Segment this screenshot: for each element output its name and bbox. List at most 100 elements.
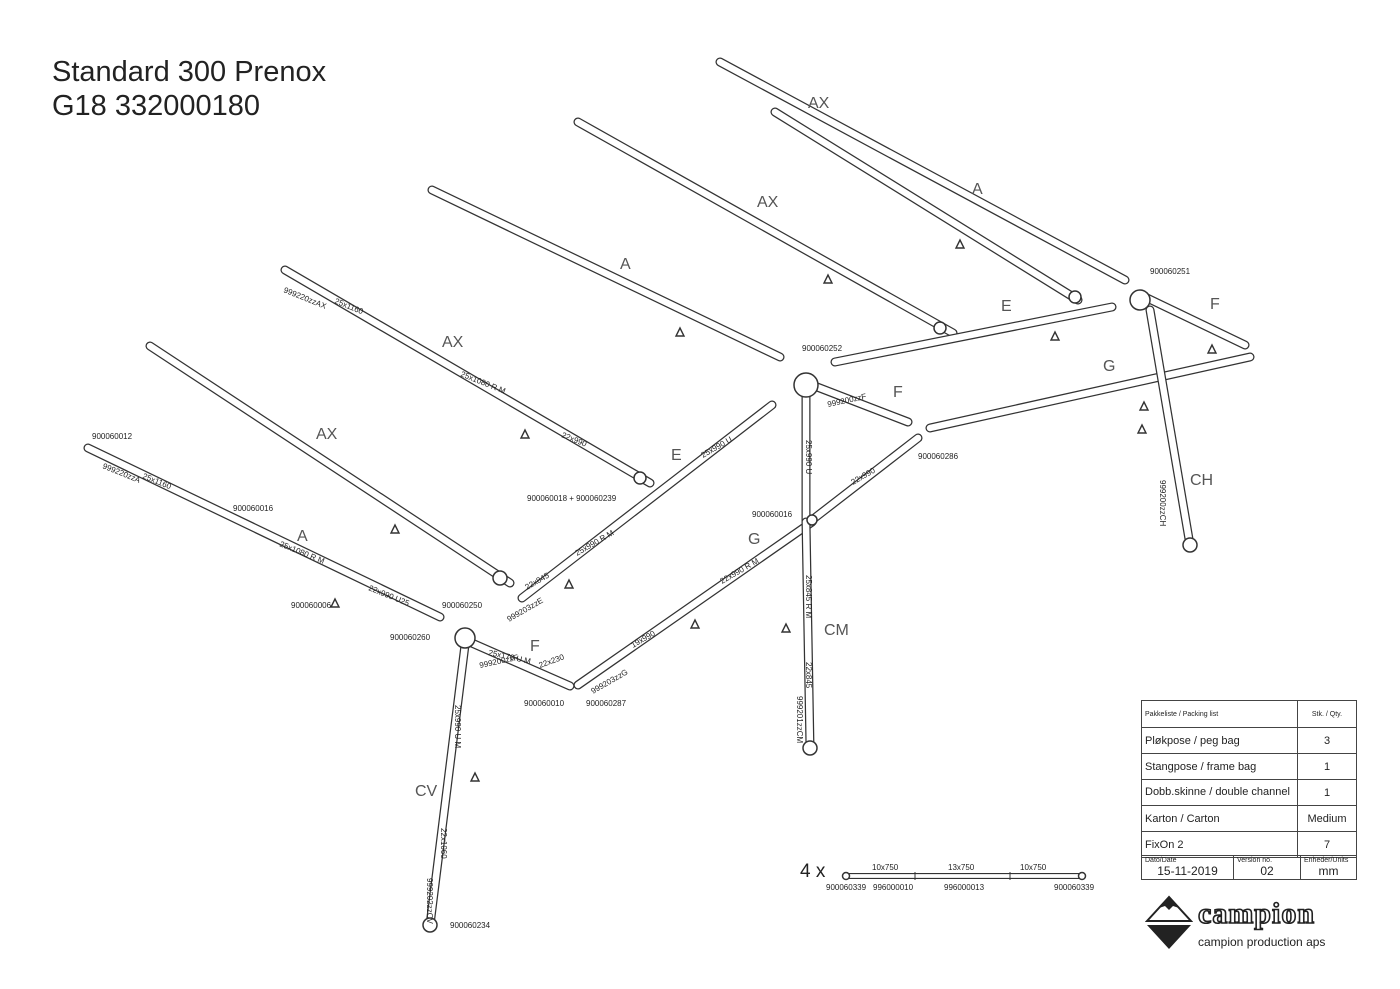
frame-pole xyxy=(716,58,1129,284)
peg-hook xyxy=(563,578,575,589)
label-f: F xyxy=(893,384,903,401)
frame-pole xyxy=(802,518,814,752)
label-ax: AX xyxy=(442,334,464,351)
pole-connector xyxy=(633,471,647,485)
packing-list-table: Pakkeliste / Packing list Stk. / Qty. Pl… xyxy=(1141,700,1357,858)
frame-pole xyxy=(808,434,922,524)
part-code: 999202zzCV xyxy=(425,878,434,924)
part-code: 900060234 xyxy=(450,921,491,930)
logo-wordmark: campion xyxy=(1197,896,1316,931)
frame-pole xyxy=(426,641,469,929)
part-code: 999200zzCH xyxy=(1158,480,1167,526)
frame-pole xyxy=(518,401,776,602)
pole-connector xyxy=(1182,537,1198,553)
frame-pole xyxy=(574,518,816,689)
part-code: 900060286 xyxy=(918,452,959,461)
peg-hook xyxy=(954,238,966,249)
frame-pole xyxy=(1141,293,1249,349)
part-code: 22x990 R M xyxy=(719,556,761,586)
pole-connector xyxy=(1129,289,1151,311)
pole-connector xyxy=(422,917,438,933)
packing-item: Pløkpose / peg bag xyxy=(1141,727,1298,754)
part-code: 19x990 xyxy=(630,629,658,650)
part-code: 900060010 xyxy=(524,699,565,708)
frame-pole xyxy=(771,108,1082,304)
part-code: 900060250 xyxy=(442,601,483,610)
label-cv: CV xyxy=(415,783,438,800)
label-a: A xyxy=(297,528,308,545)
part-code: 900060018 + 900060239 xyxy=(527,494,617,503)
packing-list-header: Pakkeliste / Packing list xyxy=(1141,700,1298,728)
document-footer: Dato/Date 15-11-2019 Version no. 02 Enhe… xyxy=(1141,855,1357,880)
peg-hook xyxy=(674,326,686,337)
part-code: 900060260 xyxy=(390,633,431,642)
diagram-subtitle: G18 332000180 xyxy=(52,90,261,122)
packing-qty: 7 xyxy=(1297,831,1357,858)
part-code: 900060012 xyxy=(92,432,133,441)
part-code: 900060339 xyxy=(826,883,867,892)
label-g: G xyxy=(748,531,760,548)
version-value: 02 xyxy=(1260,864,1274,878)
part-code: 25x1160 xyxy=(333,297,365,317)
frame-pole xyxy=(461,636,574,690)
part-code: 25x990 U xyxy=(804,440,813,474)
extra-pole-count: 4 x xyxy=(800,861,826,882)
peg-hook xyxy=(780,622,792,633)
part-code: 900060287 xyxy=(586,699,627,708)
packing-qty: 3 xyxy=(1297,727,1357,754)
packing-qty: Medium xyxy=(1297,805,1357,832)
part-code: 25x1160 xyxy=(141,472,173,492)
pole-connector xyxy=(793,372,819,398)
campion-logo: campion campion production aps xyxy=(1145,895,1365,955)
label-e: E xyxy=(671,447,682,464)
frame-pole xyxy=(146,342,514,587)
pole-connector xyxy=(454,627,476,649)
pole-connector xyxy=(492,570,508,586)
part-code: 900060016 xyxy=(233,504,274,513)
frame-pole xyxy=(1146,306,1194,549)
peg-hook xyxy=(1136,423,1148,434)
part-code: 900060016 xyxy=(752,510,793,519)
part-code: 25x990 R M xyxy=(574,528,616,558)
peg-hook xyxy=(689,618,701,629)
diagram-title: Standard 300 Prenox xyxy=(52,56,327,88)
part-code: 22x845 xyxy=(804,662,813,689)
part-code: 900060339 xyxy=(1054,883,1095,892)
frame-pole xyxy=(84,444,444,621)
label-f: F xyxy=(1210,296,1220,313)
peg-hook xyxy=(519,428,531,439)
part-code: 22x230 xyxy=(538,652,566,670)
packing-qty: 1 xyxy=(1297,753,1357,780)
part-code: 999201zzCM xyxy=(795,696,804,743)
frame-pole xyxy=(808,381,912,426)
table-row: Karton / Carton Medium xyxy=(1141,805,1357,832)
part-code: 22x1060 xyxy=(439,828,448,859)
part-code: 996000010 xyxy=(873,883,914,892)
peg-hook xyxy=(329,597,341,608)
frame-pole xyxy=(926,353,1254,432)
units-label: Enheder/Units xyxy=(1304,857,1349,864)
label-ax: AX xyxy=(316,426,338,443)
peg-hook xyxy=(469,771,481,782)
packing-qty-header: Stk. / Qty. xyxy=(1297,700,1357,728)
part-code: 900060252 xyxy=(802,344,843,353)
pole-group xyxy=(83,57,1255,930)
table-row: Pløkpose / peg bag 3 xyxy=(1141,727,1357,754)
label-ax: AX xyxy=(808,95,830,112)
label-a: A xyxy=(620,256,631,273)
peg-hook xyxy=(389,523,401,534)
pole-connector xyxy=(1068,290,1082,304)
packing-item: FixOn 2 xyxy=(1141,831,1298,858)
label-cm: CM xyxy=(824,622,849,639)
segment-size: 10x750 xyxy=(1020,863,1047,872)
joint-group xyxy=(329,238,1218,933)
table-row: Stangpose / frame bag 1 xyxy=(1141,753,1357,780)
part-code: 25x845 R M xyxy=(804,575,813,618)
packing-item: Dobb.skinne / double channel xyxy=(1141,779,1298,806)
segment-size: 13x750 xyxy=(948,863,975,872)
frame-pole xyxy=(574,118,957,337)
peg-hook xyxy=(1206,343,1218,354)
part-code: 25x1080 R M xyxy=(459,370,507,396)
mountain-icon xyxy=(1145,895,1193,949)
